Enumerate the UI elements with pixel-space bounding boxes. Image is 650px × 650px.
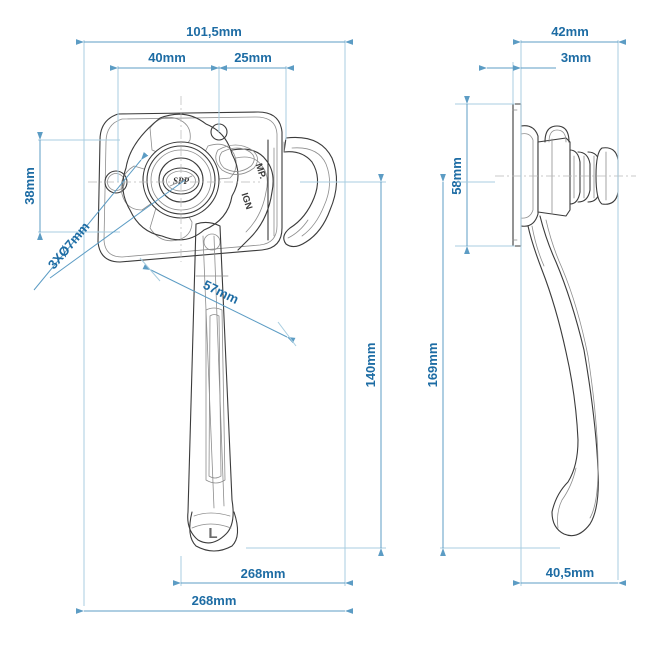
handle-letter-mark: L [208,525,217,542]
side-view-part [495,103,636,537]
dim-bottom-inner-label: 268mm [241,566,286,581]
front-view-part: SPP [88,96,338,552]
dim-height-inner-label: 140mm [363,343,378,388]
dim-handle-offset-label: 40,5mm [546,565,594,580]
dim-segment-left-label: 40mm [148,50,186,65]
dim-overall-width-label: 101,5mm [186,24,242,39]
dim-plate-thickness-label: 3mm [561,50,591,65]
dim-plate-height-label: 58mm [449,157,464,195]
side-view-dimensions: 42mm 3mm 58mm 169mm 40,5mm [425,24,626,586]
front-view-dimensions: 101,5mm 40mm 25mm 38mm 3XØ7mm 57mm [22,24,386,614]
dim-bottom-outer-label: 268mm [192,593,237,608]
stamp-text-line-1: MP. [253,162,268,180]
dim-hole-spacing-label: 38mm [22,167,37,205]
dim-segment-right-label: 25mm [234,50,272,65]
dim-height-outer-label: 169mm [425,343,440,388]
stamp-text-line-2: IGN [239,191,255,211]
dim-side-depth-label: 42mm [551,24,589,39]
dim-diagonal-label: 57mm [201,277,241,307]
